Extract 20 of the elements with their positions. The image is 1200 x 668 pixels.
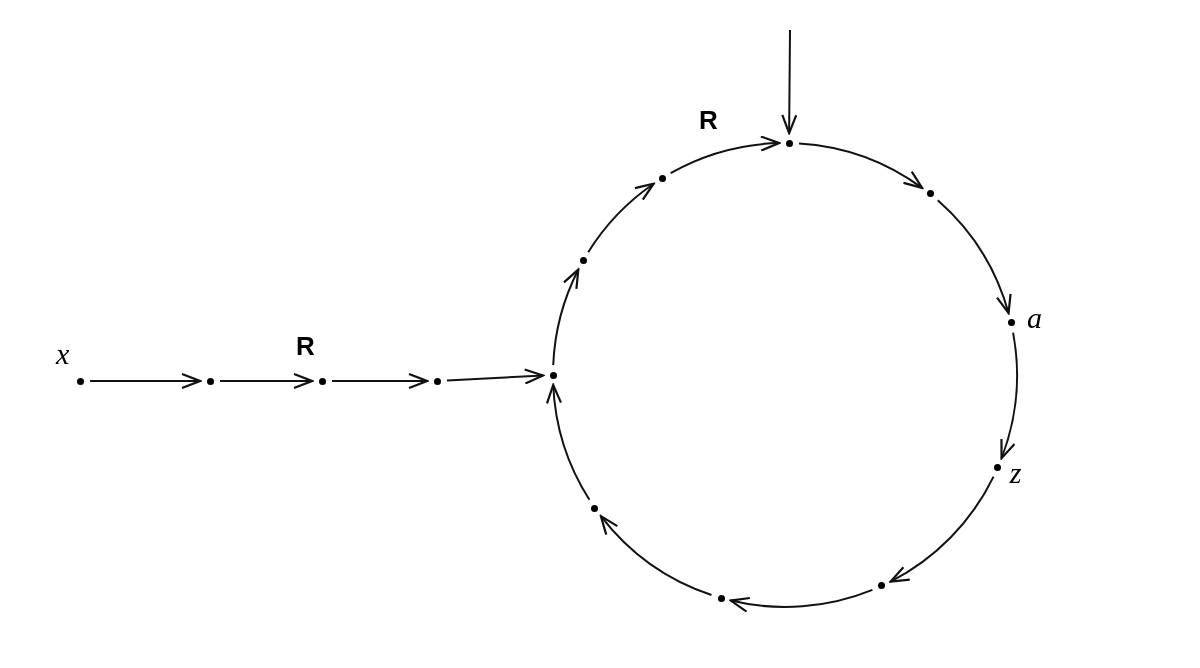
arrow bbox=[219, 372, 314, 390]
point-label: z bbox=[1009, 457, 1022, 488]
arrow bbox=[546, 383, 591, 501]
arrow bbox=[552, 268, 580, 366]
arrow bbox=[798, 142, 924, 189]
arrow bbox=[446, 368, 545, 385]
arrow bbox=[781, 29, 798, 135]
arrow bbox=[587, 182, 655, 254]
arrow bbox=[331, 372, 429, 390]
point-label: x bbox=[56, 339, 70, 369]
arrow bbox=[889, 475, 995, 583]
arrow bbox=[89, 372, 202, 390]
arrow bbox=[669, 136, 781, 175]
arrow bbox=[936, 199, 1011, 315]
arrow bbox=[599, 515, 713, 597]
point-label: a bbox=[1027, 302, 1043, 333]
arrow bbox=[999, 331, 1018, 460]
point-label: R bbox=[699, 107, 718, 134]
arrow bbox=[729, 588, 874, 612]
point-label: R bbox=[296, 333, 315, 359]
